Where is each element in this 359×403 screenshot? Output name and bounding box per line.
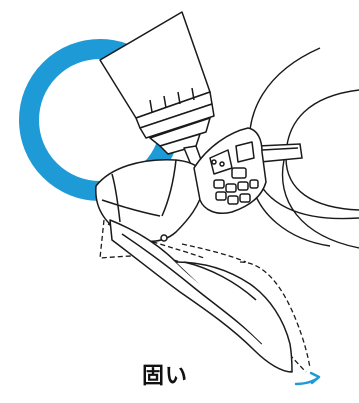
shifter-module <box>193 127 267 214</box>
arrow-icon <box>294 371 321 386</box>
diagram-caption: 固い <box>142 364 189 389</box>
handlebar-clamp <box>257 143 303 163</box>
brake-lever <box>95 159 293 373</box>
torque-wrench <box>99 11 215 173</box>
